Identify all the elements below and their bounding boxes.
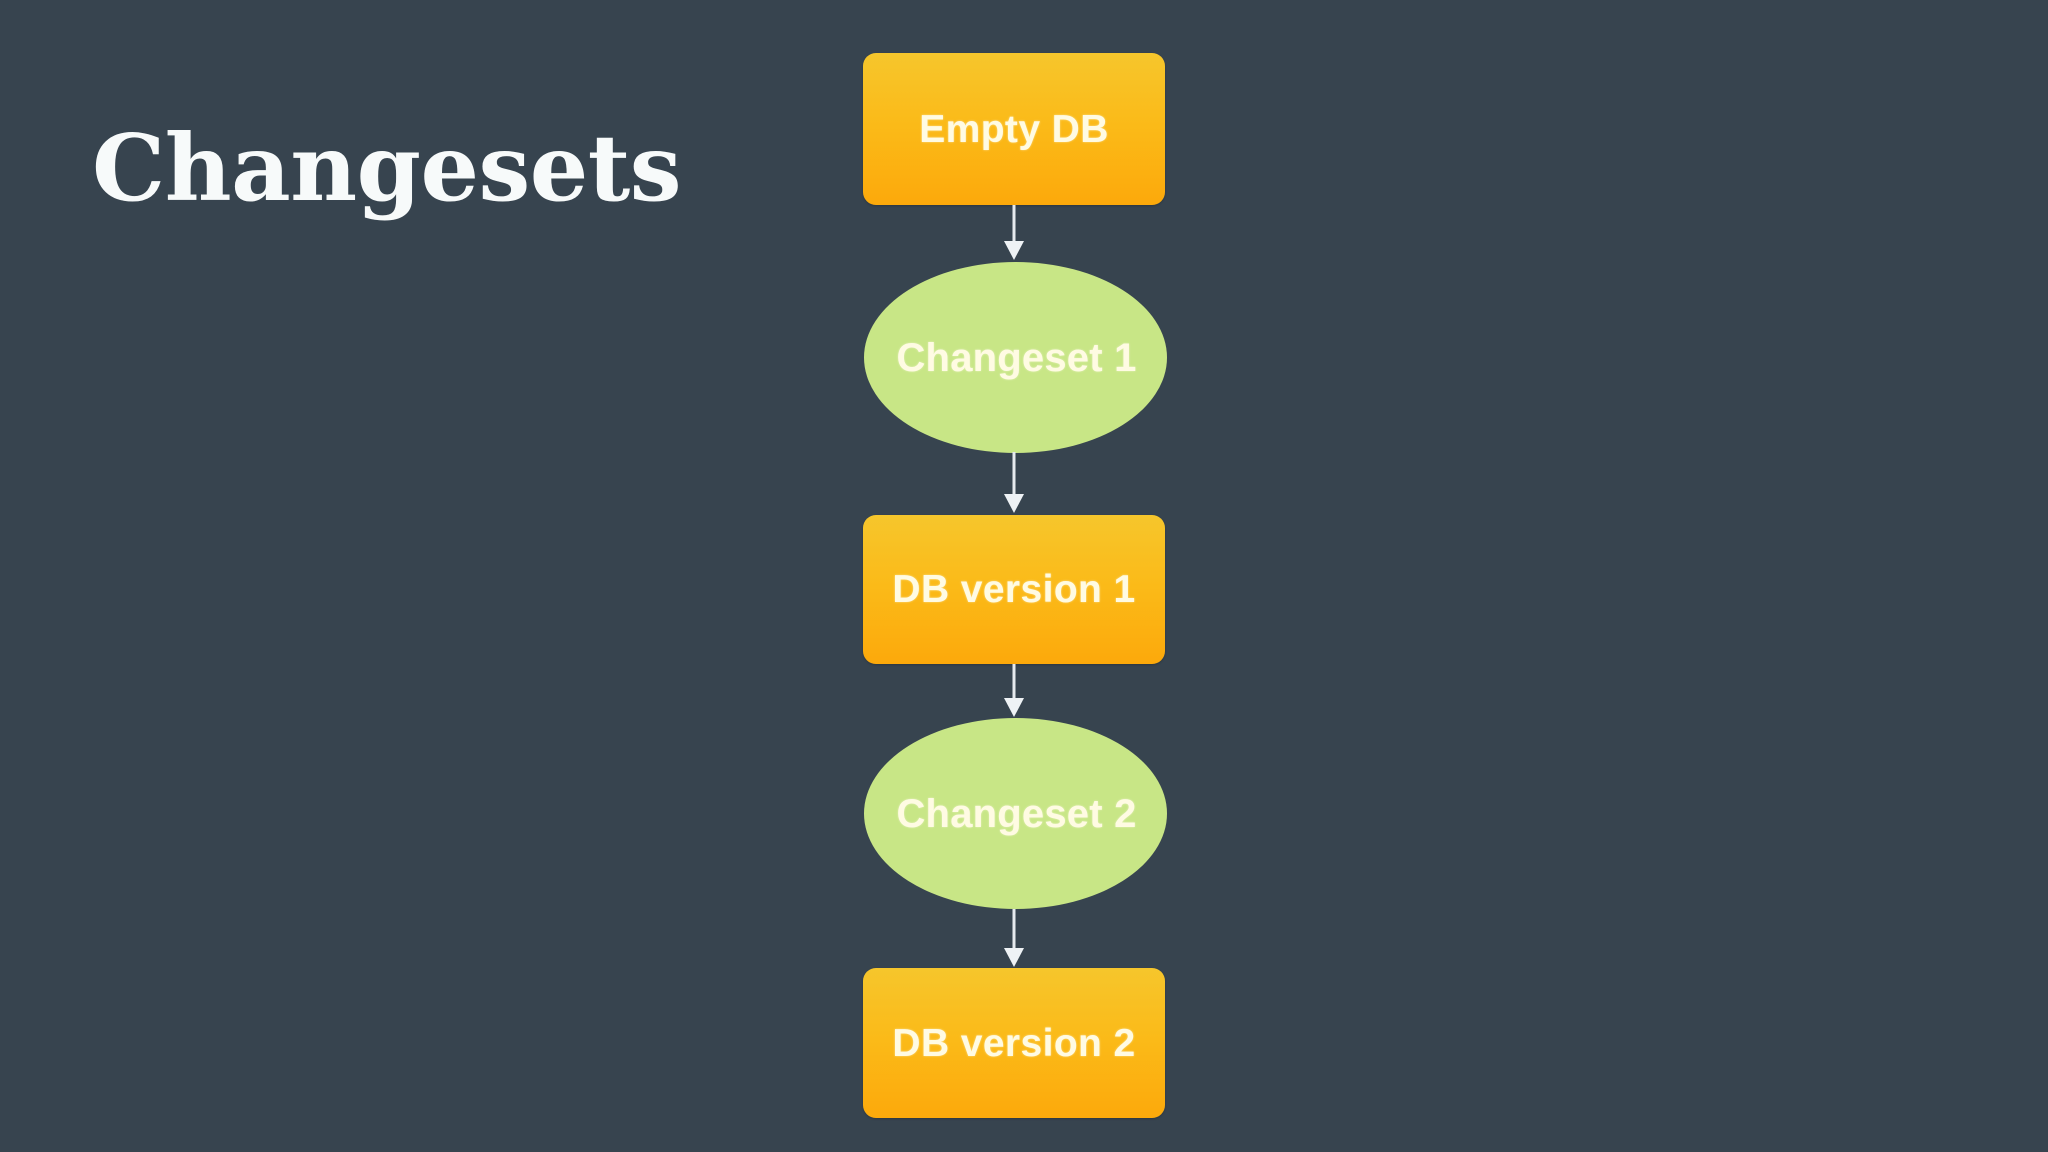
flow-node-label: DB version 1 bbox=[892, 568, 1136, 611]
flow-node-label: Changeset 2 bbox=[896, 791, 1137, 836]
flow-node-label: Changeset 1 bbox=[896, 335, 1137, 380]
flow-node-label: DB version 2 bbox=[892, 1021, 1136, 1065]
flow-arrow-2 bbox=[1001, 452, 1027, 515]
flow-arrow-1 bbox=[1001, 205, 1027, 262]
flow-node-empty-db[interactable]: Empty DB bbox=[863, 53, 1165, 205]
flow-node-db-version-1[interactable]: DB version 1 bbox=[863, 515, 1165, 664]
flow-arrow-4 bbox=[1001, 909, 1027, 969]
flow-node-label: Empty DB bbox=[919, 107, 1109, 151]
page-title: Changesets bbox=[92, 114, 682, 222]
flow-arrow-3 bbox=[1001, 664, 1027, 719]
flow-node-changeset-2[interactable]: Changeset 2 bbox=[864, 718, 1167, 909]
flow-node-db-version-2[interactable]: DB version 2 bbox=[863, 968, 1165, 1118]
flow-node-changeset-1[interactable]: Changeset 1 bbox=[864, 262, 1167, 453]
